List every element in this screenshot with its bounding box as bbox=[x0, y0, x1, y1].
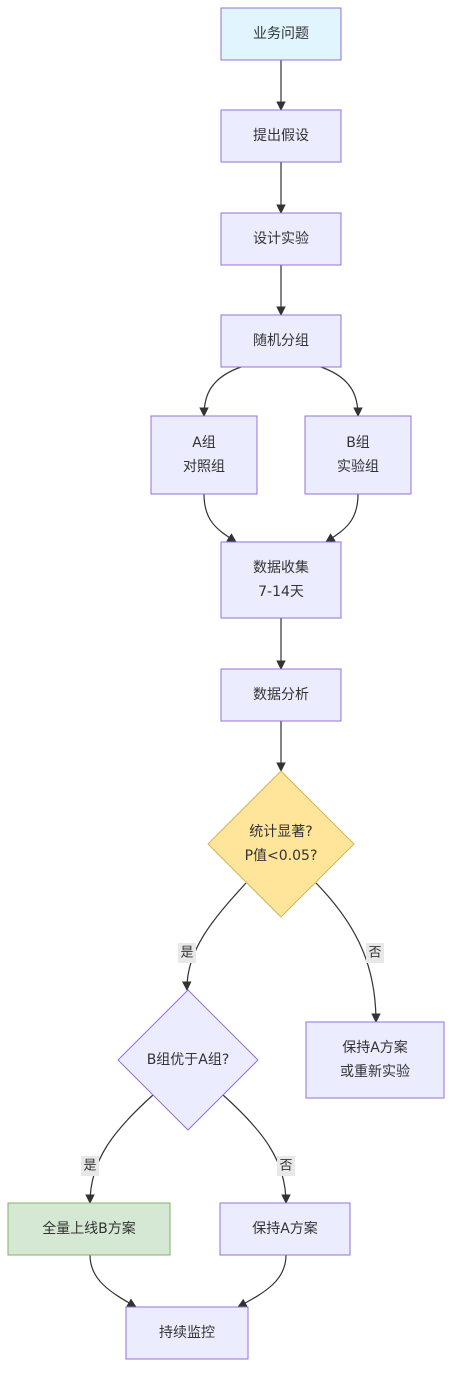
node-label: 数据收集 bbox=[253, 559, 309, 576]
node-box bbox=[305, 1021, 445, 1099]
node-box bbox=[150, 415, 258, 495]
node-box bbox=[220, 212, 342, 266]
edge-significance-b-better bbox=[181, 882, 247, 991]
node-monitor: 持续监控 bbox=[125, 1306, 249, 1360]
node-box bbox=[7, 1202, 171, 1256]
node-design-experiment: 设计实验 bbox=[220, 212, 342, 266]
edge-significance-keep-a-retest bbox=[315, 882, 381, 1023]
edge-label-background bbox=[81, 1156, 99, 1176]
node-data-analysis: 数据分析 bbox=[220, 668, 342, 722]
edge-group-a-collection bbox=[203, 493, 237, 543]
node-box bbox=[220, 668, 342, 722]
node-box bbox=[125, 1306, 249, 1360]
edge-label-background bbox=[178, 943, 196, 963]
node-business-problem: 业务问题 bbox=[220, 7, 342, 61]
edge-keep-a-monitor bbox=[237, 1254, 287, 1308]
node-label: 对照组 bbox=[183, 459, 225, 475]
node-label: 7-14天 bbox=[258, 584, 304, 600]
edge-label-b-better-yes: 是 bbox=[81, 1156, 99, 1176]
decision-diamond bbox=[207, 770, 355, 918]
node-label: 实验组 bbox=[337, 459, 379, 475]
node-label: 设计实验 bbox=[253, 231, 309, 247]
node-box bbox=[220, 314, 342, 368]
node-label: B组 bbox=[346, 435, 370, 451]
node-box bbox=[220, 7, 342, 61]
node-keep-a: 保持A方案 bbox=[219, 1202, 351, 1256]
edge-label-significant-no: 否 bbox=[366, 943, 384, 963]
node-label: B组优于A组? bbox=[147, 1052, 230, 1068]
node-label: 保持A方案 bbox=[342, 1039, 408, 1056]
node-label: P值<0.05? bbox=[245, 848, 318, 864]
node-significance-check: 统计显著? P值<0.05? bbox=[207, 770, 355, 918]
edge-grouping-group-a bbox=[199, 366, 242, 417]
edge-label-b-better-no: 否 bbox=[277, 1156, 295, 1176]
node-label: 或重新实验 bbox=[340, 1064, 410, 1080]
edge-label-text: 否 bbox=[368, 946, 381, 961]
edge-group-b-collection bbox=[325, 493, 359, 543]
node-label: 提出假设 bbox=[253, 128, 309, 144]
node-label: A组 bbox=[192, 435, 216, 451]
edge-label-significant-yes: 是 bbox=[178, 943, 196, 963]
node-propose-hypothesis: 提出假设 bbox=[220, 109, 342, 163]
decision-diamond bbox=[117, 989, 259, 1131]
node-box bbox=[219, 1202, 351, 1256]
edge-label-background bbox=[277, 1156, 295, 1176]
node-label: 随机分组 bbox=[253, 333, 309, 349]
edge-label-background bbox=[366, 943, 384, 963]
edge-label-text: 否 bbox=[279, 1159, 292, 1174]
node-label: 保持A方案 bbox=[252, 1220, 318, 1237]
edge-b-better-launch bbox=[85, 1094, 154, 1204]
node-label: 持续监控 bbox=[159, 1324, 215, 1341]
edge-grouping-group-b bbox=[320, 366, 363, 417]
node-b-better-check: B组优于A组? bbox=[117, 989, 259, 1131]
node-box bbox=[304, 415, 412, 495]
edge-label-text: 是 bbox=[180, 946, 193, 961]
node-label: 业务问题 bbox=[253, 26, 309, 42]
edge-b-better-keep-a bbox=[222, 1094, 291, 1204]
node-launch-b: 全量上线B方案 bbox=[7, 1202, 171, 1256]
edge-label-text: 是 bbox=[83, 1159, 96, 1174]
node-label: 数据分析 bbox=[253, 687, 309, 703]
node-box bbox=[220, 541, 342, 619]
node-label: 统计显著? bbox=[249, 824, 312, 840]
node-data-collection: 数据收集 7-14天 bbox=[220, 541, 342, 619]
node-label: 全量上线B方案 bbox=[42, 1220, 136, 1237]
node-box bbox=[220, 109, 342, 163]
node-random-grouping: 随机分组 bbox=[220, 314, 342, 368]
edge-launch-monitor bbox=[89, 1254, 137, 1308]
